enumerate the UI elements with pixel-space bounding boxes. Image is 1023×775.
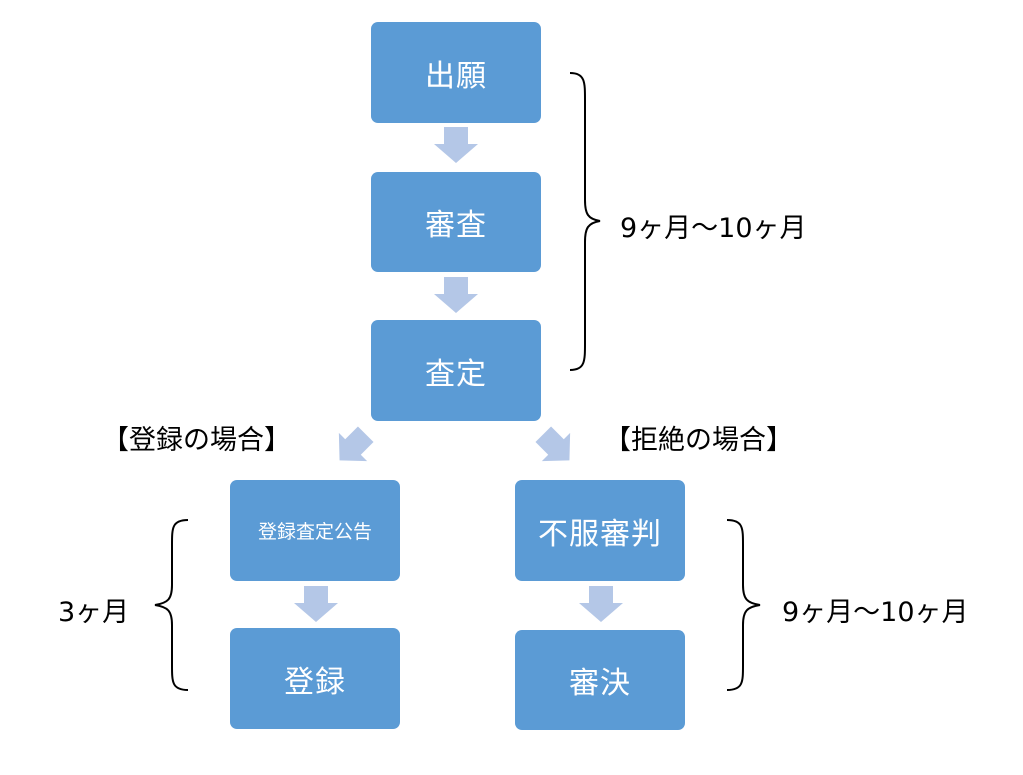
arrow-diag-right	[535, 426, 571, 462]
duration-appeal-period: 9ヶ月〜10ヶ月	[782, 597, 969, 628]
step-registration-notice-label: 登録査定公告	[257, 521, 372, 543]
step-application: 出願	[371, 22, 541, 123]
step-ruling: 審決	[515, 630, 685, 730]
step-examination: 審査	[371, 172, 541, 272]
step-registration-notice: 登録査定公告	[230, 480, 400, 581]
arrow-down-1	[434, 127, 478, 163]
duration-registration-period: 3ヶ月	[58, 597, 130, 628]
brace-appeal-period	[726, 519, 761, 691]
step-appeal-label: 不服審判	[538, 516, 662, 552]
step-application-label: 出願	[425, 58, 487, 94]
step-examination-label: 審査	[425, 208, 487, 243]
step-appeal: 不服審判	[515, 480, 685, 581]
step-registration: 登録	[230, 628, 400, 729]
step-decision-label: 査定	[425, 356, 487, 392]
duration-examination-period: 9ヶ月〜10ヶ月	[620, 213, 807, 244]
arrow-down-2	[434, 277, 478, 313]
arrow-down-3	[294, 586, 338, 622]
step-registration-label: 登録	[284, 664, 346, 700]
brace-registration-period	[154, 519, 189, 691]
step-decision: 査定	[371, 320, 541, 421]
arrow-diag-left	[338, 426, 374, 462]
branch-label-rejected: 【拒絶の場合】	[604, 425, 793, 456]
step-ruling-label: 審決	[569, 666, 631, 701]
arrow-down-4	[579, 586, 623, 622]
brace-examination-period	[569, 72, 601, 371]
branch-label-registered: 【登録の場合】	[102, 425, 291, 456]
